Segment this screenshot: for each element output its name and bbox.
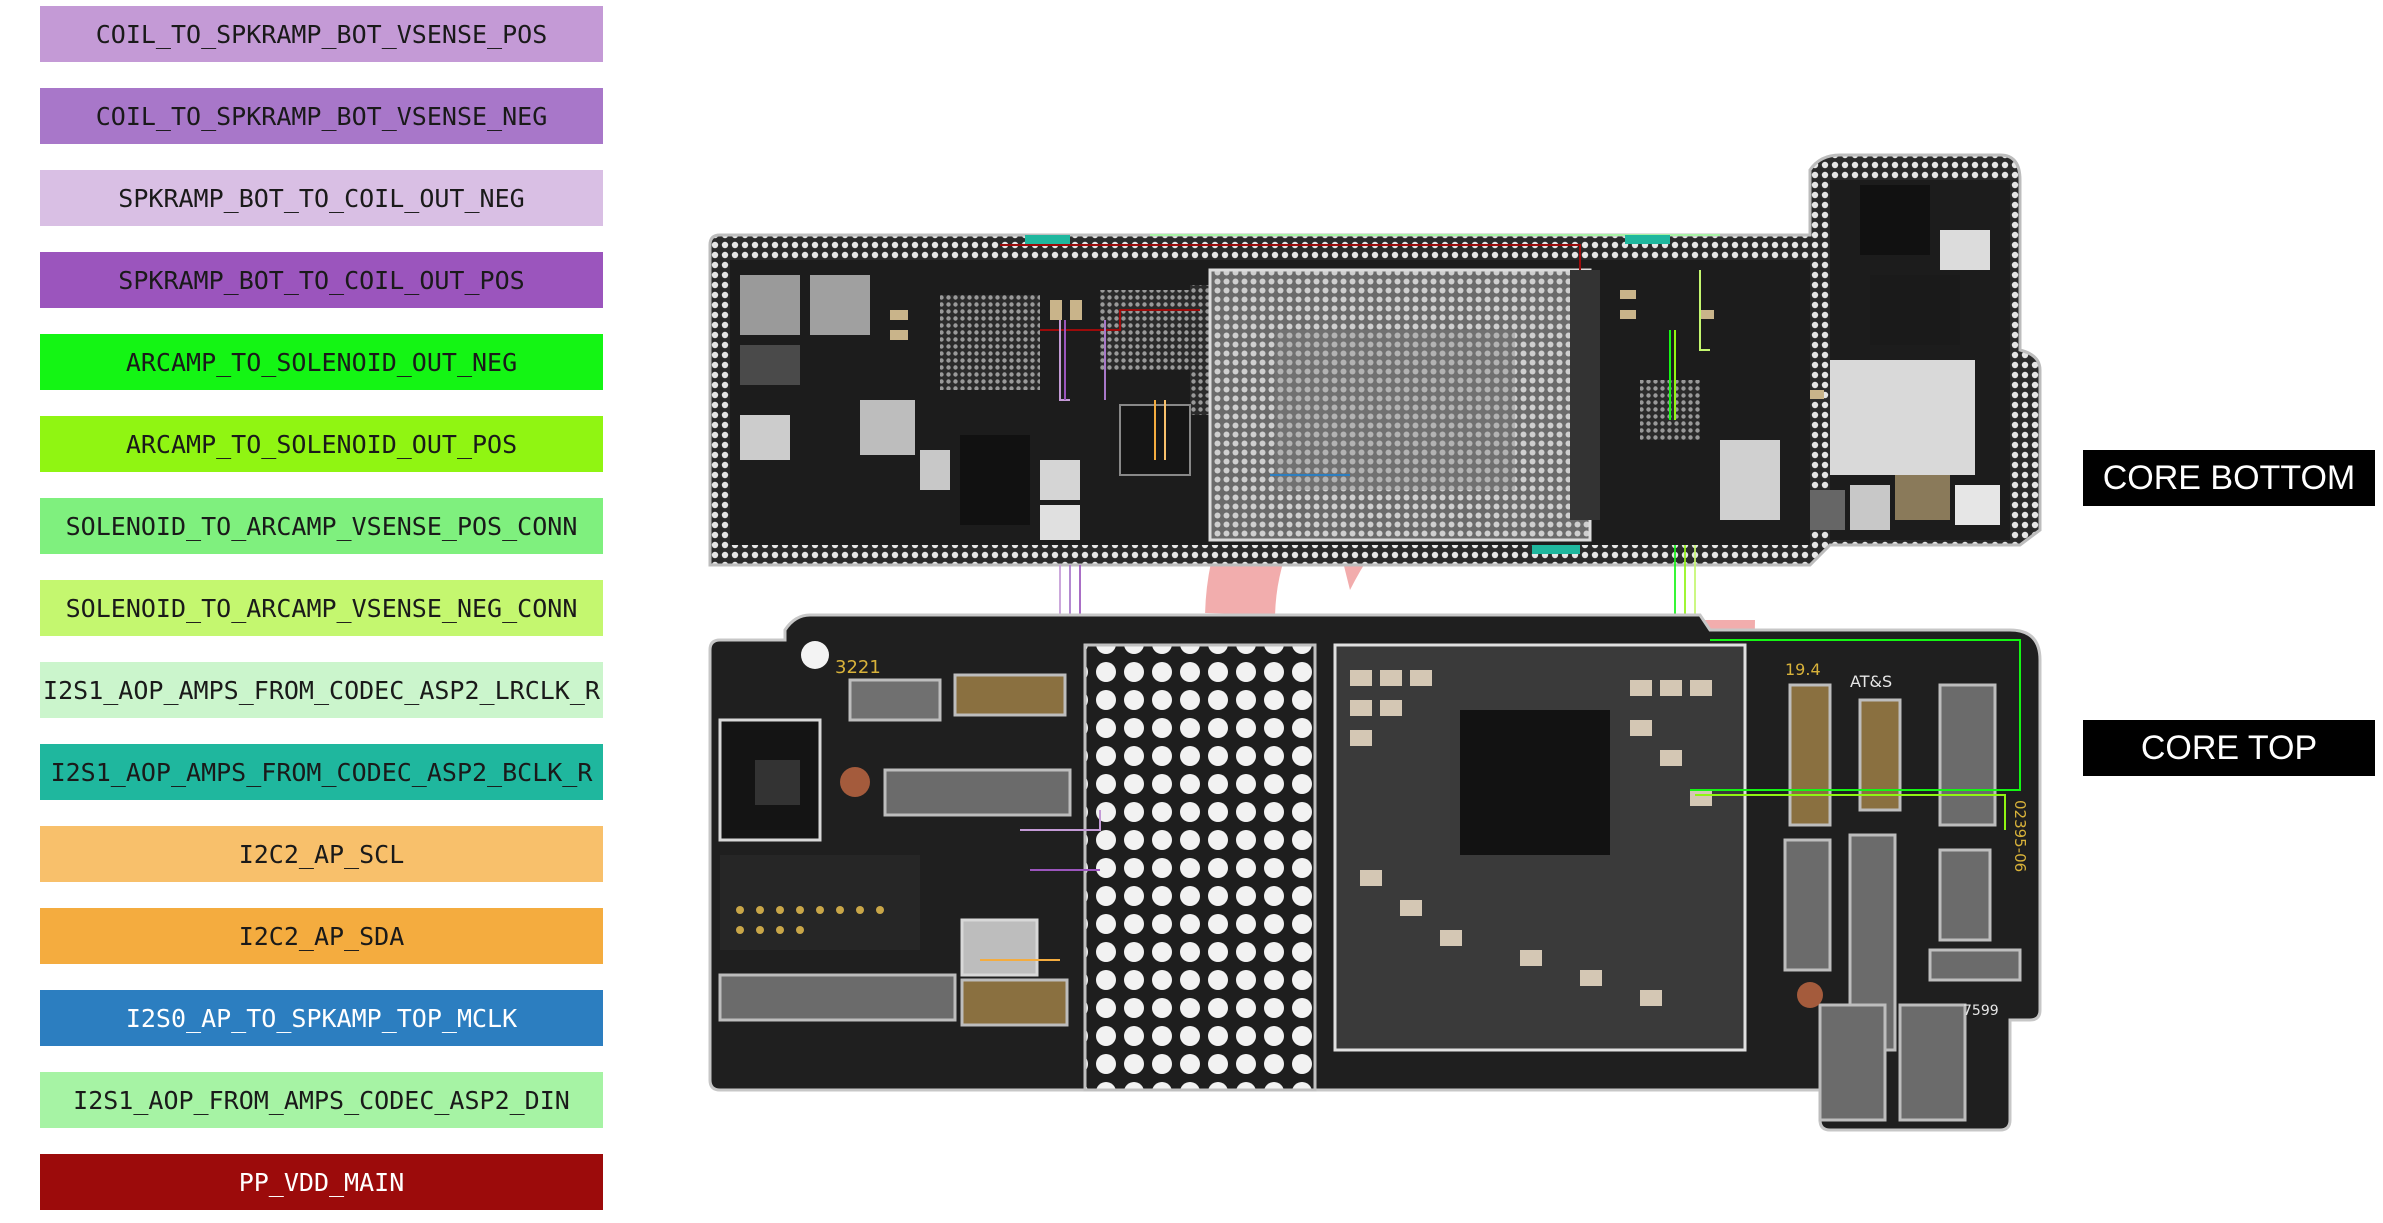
core-top-label: CORE TOP (2083, 720, 2375, 776)
signal-legend-item: SOLENOID_TO_ARCAMP_VSENSE_NEG_CONN (40, 580, 603, 636)
signal-legend-item: COIL_TO_SPKRAMP_BOT_VSENSE_NEG (40, 88, 603, 144)
silkscreen-02395-06: 02395-06 (2011, 800, 2029, 872)
signal-legend-item: PP_VDD_MAIN (40, 1154, 603, 1210)
signal-legend-item: I2S1_AOP_FROM_AMPS_CODEC_ASP2_DIN (40, 1072, 603, 1128)
signal-legend-item: I2S0_AP_TO_SPKAMP_TOP_MCLK (40, 990, 603, 1046)
signal-legend-item: I2C2_AP_SCL (40, 826, 603, 882)
core-bottom-board (708, 153, 2042, 567)
signal-legend-item: ARCAMP_TO_SOLENOID_OUT_POS (40, 416, 603, 472)
signal-legend-item: I2S1_AOP_AMPS_FROM_CODEC_ASP2_BCLK_R (40, 744, 603, 800)
pcb-board-diagram: 3221 19.4 AT&S (708, 153, 2042, 1132)
signal-legend-item: SPKRAMP_BOT_TO_COIL_OUT_NEG (40, 170, 603, 226)
signal-legend-item: COIL_TO_SPKRAMP_BOT_VSENSE_POS (40, 6, 603, 62)
core-top-board: 3221 19.4 AT&S (708, 613, 2042, 1132)
signal-legend-item: I2S1_AOP_AMPS_FROM_CODEC_ASP2_LRCLK_R (40, 662, 603, 718)
silkscreen-19-4: 19.4 (1785, 660, 1821, 679)
silkscreen-ats: AT&S (1850, 672, 1892, 691)
silkscreen-3221: 3221 (835, 657, 881, 678)
signal-legend-item: I2C2_AP_SDA (40, 908, 603, 964)
core-bottom-label: CORE BOTTOM (2083, 450, 2375, 506)
signal-legend-item: SPKRAMP_BOT_TO_COIL_OUT_POS (40, 252, 603, 308)
signal-legend-item: ARCAMP_TO_SOLENOID_OUT_NEG (40, 334, 603, 390)
silkscreen-7599: 7599 (1963, 1003, 1999, 1019)
signal-legend-item: SOLENOID_TO_ARCAMP_VSENSE_POS_CONN (40, 498, 603, 554)
